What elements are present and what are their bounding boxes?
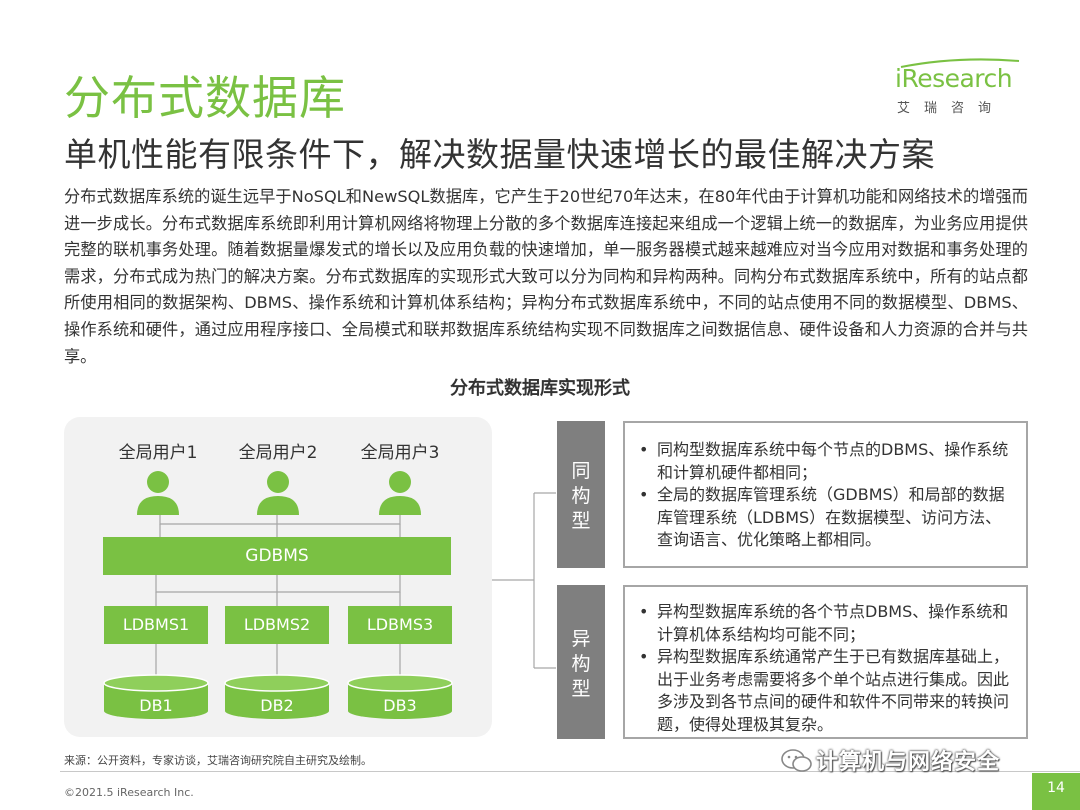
wechat-icon xyxy=(781,749,812,772)
ldbms-box-2: LDBMS2 xyxy=(225,606,329,644)
homogeneous-point-1: 同构型数据库系统中每个节点的DBMS、操作系统和计算机硬件都相同； xyxy=(637,439,1016,484)
database-label: DB1 xyxy=(139,696,173,715)
user-icon xyxy=(379,471,421,515)
logo-swoosh-icon xyxy=(900,58,1020,68)
global-user-label: 全局用户3 xyxy=(360,443,440,463)
label-char: 异 xyxy=(571,628,591,650)
homogeneous-label: 同 构 型 xyxy=(557,421,605,568)
copyright: ©2021.5 iResearch Inc. xyxy=(64,786,194,799)
label-char: 构 xyxy=(571,485,591,507)
database-3: DB3 xyxy=(347,674,453,720)
gdbms-box: GDBMS xyxy=(103,537,451,575)
ldbms-box-3: LDBMS3 xyxy=(348,606,452,644)
homogeneous-point-2: 全局的数据库管理系统（GDBMS）和局部的数据库管理系统（LDBMS）在数据模型… xyxy=(637,484,1016,552)
database-cylinder-icon xyxy=(347,674,453,719)
database-label: DB3 xyxy=(383,696,417,715)
user-icon xyxy=(257,471,299,515)
global-user-3: 全局用户3 xyxy=(350,438,450,517)
database-cylinder-icon xyxy=(103,674,209,719)
global-user-2: 全局用户2 xyxy=(228,438,328,517)
label-char: 构 xyxy=(571,653,591,675)
global-user-label: 全局用户2 xyxy=(238,443,318,463)
heterogeneous-point-1: 异构型数据库系统的各个节点DBMS、操作系统和计算机体系结构均可能不同； xyxy=(637,601,1016,646)
database-label: DB2 xyxy=(260,696,294,715)
watermark-text: 计算机与网络安全 xyxy=(816,750,1001,775)
heterogeneous-description-box: 异构型数据库系统的各个节点DBMS、操作系统和计算机体系结构均可能不同； 异构型… xyxy=(623,585,1028,739)
page-number: 14 xyxy=(1032,773,1080,810)
intro-paragraph: 分布式数据库系统的诞生远早于NoSQL和NewSQL数据库，它产生于20世纪70… xyxy=(64,187,1028,366)
database-1: DB1 xyxy=(103,674,209,720)
label-char: 型 xyxy=(571,510,591,532)
footer-divider xyxy=(60,771,1080,772)
user-icon xyxy=(137,471,179,515)
diagram-title: 分布式数据库实现形式 xyxy=(450,378,630,399)
database-2: DB2 xyxy=(224,674,330,720)
heterogeneous-point-2: 异构型数据库系统通常产生于已有数据库基础上，出于业务考虑需要将多个单个站点进行集… xyxy=(637,646,1016,736)
source-note: 来源：公开资料，专家访谈，艾瑞咨询研究院自主研究及绘制。 xyxy=(64,754,372,767)
ldbms-box-1: LDBMS1 xyxy=(104,606,208,644)
label-char: 型 xyxy=(571,678,591,700)
global-user-label: 全局用户1 xyxy=(118,443,198,463)
page-title: 分布式数据库 xyxy=(64,71,346,125)
logo-brand-i: i xyxy=(895,64,902,93)
global-user-1: 全局用户1 xyxy=(108,438,208,517)
iresearch-logo: iResearch 艾瑞咨询 xyxy=(895,58,1025,116)
homogeneous-description-box: 同构型数据库系统中每个节点的DBMS、操作系统和计算机硬件都相同； 全局的数据库… xyxy=(623,421,1028,568)
label-char: 同 xyxy=(571,460,591,482)
logo-brand-text: Research xyxy=(901,64,1013,93)
heterogeneous-label: 异 构 型 xyxy=(557,585,605,739)
database-cylinder-icon xyxy=(224,674,330,719)
page-subtitle: 单机性能有限条件下，解决数据量快速增长的最佳解决方案 xyxy=(64,135,935,174)
logo-cn-text: 艾瑞咨询 xyxy=(897,101,1006,116)
